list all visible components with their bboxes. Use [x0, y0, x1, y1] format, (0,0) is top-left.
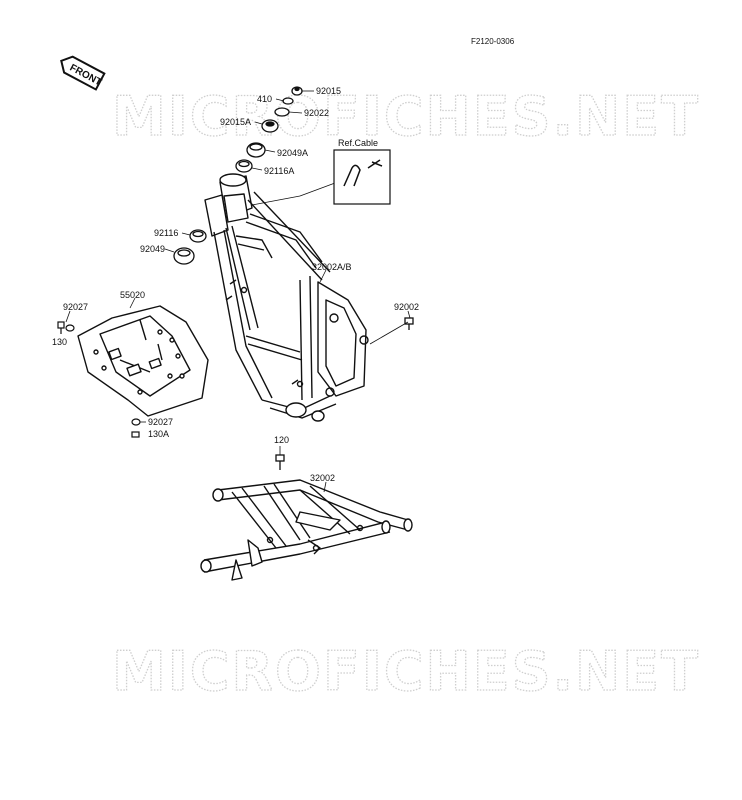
- diagram-code: F2120-0306: [471, 37, 515, 46]
- label-32002: 32002: [310, 473, 335, 483]
- bolt-92002: [369, 317, 414, 345]
- label-92015: 92015: [316, 86, 341, 96]
- label-92015A: 92015A: [220, 117, 251, 127]
- label-92027-top: 92027: [63, 302, 88, 312]
- watermark-top: MICROFICHES.NET: [112, 85, 700, 148]
- part-labels: 92015 410 92022 92015A 92049A 92116A 921…: [52, 86, 419, 483]
- skid-plate-55020: [77, 305, 209, 417]
- washer-92027-top: [65, 324, 75, 332]
- label-92049: 92049: [140, 244, 165, 254]
- washer-92027-bottom: [131, 418, 141, 426]
- cable-clamp-icon: [343, 164, 361, 187]
- sub-frame-32002: [200, 479, 413, 581]
- label-92027-bottom: 92027: [148, 417, 173, 427]
- ref-cable-box: Ref.Cable: [333, 138, 391, 205]
- label-120: 120: [274, 435, 289, 445]
- label-92116: 92116: [154, 228, 178, 238]
- label-130A: 130A: [148, 429, 169, 439]
- bolt-130A: [131, 431, 140, 438]
- watermark-bottom: MICROFICHES.NET: [112, 640, 700, 703]
- leader-lines: [65, 90, 411, 493]
- label-32002AB: 32002A/B: [312, 262, 352, 272]
- label-92116A: 92116A: [264, 166, 294, 176]
- label-130: 130: [52, 337, 67, 347]
- bolt-120: [275, 454, 285, 470]
- washer-410: [282, 97, 294, 105]
- label-410: 410: [257, 94, 272, 104]
- label-92002: 92002: [394, 302, 419, 312]
- front-arrow-icon: FRONT: [60, 55, 106, 91]
- ref-cable-label: Ref.Cable: [338, 138, 378, 148]
- label-92049A: 92049A: [277, 148, 308, 158]
- skid-plate-hardware: [57, 321, 141, 438]
- label-55020: 55020: [120, 290, 145, 300]
- nut-92022: [274, 107, 290, 117]
- label-92022: 92022: [304, 108, 329, 118]
- bolt-130: [57, 321, 65, 329]
- main-frame-32002AB: [204, 173, 369, 422]
